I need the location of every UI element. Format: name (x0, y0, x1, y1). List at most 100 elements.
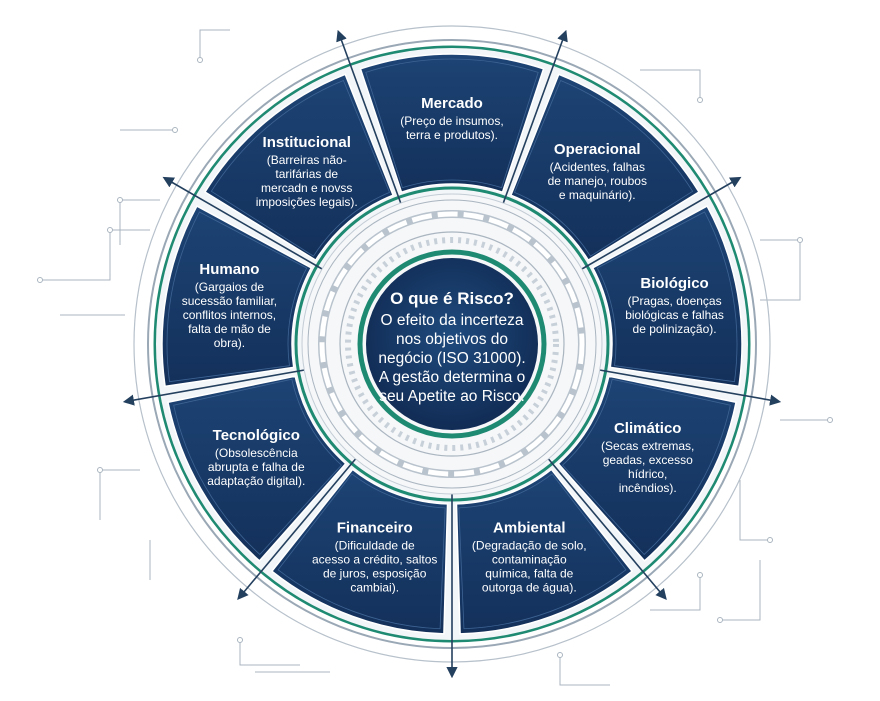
segment-climatico (557, 375, 737, 562)
segment-tecnologico (167, 375, 347, 562)
center-line: O efeito da incerteza (380, 312, 523, 329)
circuit-line (739, 480, 770, 541)
segment-desc-line: geadas, excesso (603, 453, 693, 467)
circuit-line (559, 655, 610, 686)
segment-desc-line: cambiai). (350, 580, 399, 594)
segment-border (166, 211, 308, 383)
circuit-node (237, 637, 243, 643)
divider-arrow (162, 176, 337, 278)
segment-institucional (203, 73, 395, 262)
segment-desc-line: terra e produtos). (406, 128, 498, 142)
segment-desc-line: falta de mão de (188, 322, 271, 336)
center-line: seu Apetite ao Risco. (379, 388, 525, 405)
segment-border (210, 79, 391, 257)
center-teal-ring (357, 249, 547, 439)
divider-arrow (497, 29, 568, 219)
segment-desc-line: tarifárias de (275, 167, 338, 181)
segment-desc-line: de juros, esposição (323, 566, 427, 580)
segment-title-climatico: Climático (614, 420, 682, 437)
segment-desc-line: biológicas e falhas (625, 308, 724, 322)
segment-desc-line: (Dificuldade de (335, 538, 415, 552)
circuit-line (720, 560, 761, 621)
segment-desc-line: hídrico, (628, 467, 667, 481)
center-circle (366, 258, 538, 430)
inner-gear-ring (345, 237, 559, 451)
circuit-line (199, 29, 230, 60)
circuit-line (239, 640, 300, 666)
segment-desc-line: incêndios). (619, 481, 677, 495)
circuit-node (172, 127, 178, 133)
segment-border (513, 79, 694, 257)
segment-ambiental (455, 468, 634, 635)
segment-title-mercado: Mercado (421, 95, 483, 112)
inner-ring (307, 199, 597, 489)
segments-group: Mercado(Preço de insumos,terra e produto… (161, 53, 743, 635)
circuit-node (797, 237, 803, 243)
arrows-group (122, 29, 782, 679)
segment-desc-line: outorga de água). (482, 580, 577, 594)
segment-desc-line: de polinização). (633, 322, 717, 336)
circuit-node (107, 227, 113, 233)
segment-desc-line: (Secas extremas, (601, 439, 694, 453)
segment-border (562, 378, 731, 556)
segment-border (173, 378, 342, 556)
segment-desc-line: (Acidentes, falhas (550, 160, 645, 174)
center-title: O que é Risco? (390, 289, 514, 308)
segment-title-humano: Humano (199, 261, 259, 278)
circuit-node (717, 617, 723, 623)
circuit-line (99, 469, 140, 520)
inner-ring-dashes (319, 211, 585, 477)
segment-desc-line: contaminação (492, 552, 567, 566)
circuit-node (97, 467, 103, 473)
segment-title-operacional: Operacional (554, 141, 641, 158)
divider-arrow (336, 29, 407, 219)
inner-ring (339, 231, 565, 457)
circuit-node (827, 417, 833, 423)
circuit-node (767, 537, 773, 543)
segment-title-financeiro: Financeiro (337, 519, 413, 536)
circuit-node (197, 57, 203, 63)
center-line: A gestão determina o (379, 369, 526, 386)
segment-desc-line: química, falta de (485, 566, 573, 580)
divider-arrow (537, 446, 667, 601)
divider-arrow (237, 446, 367, 601)
segment-desc-line: imposições legais). (256, 195, 358, 209)
segment-desc-line: adaptação digital). (207, 474, 305, 488)
circuit-node (697, 572, 703, 578)
divider-arrow (122, 366, 321, 406)
segment-desc-line: sucessão familiar, (182, 294, 277, 308)
segment-title-biologico: Biológico (640, 275, 708, 292)
segment-desc-line: de manejo, roubos (548, 174, 647, 188)
segment-desc-line: (Barreiras não- (267, 153, 347, 167)
circuit-line (119, 199, 160, 245)
segment-border (458, 473, 627, 630)
segment-desc-line: mercadn e novss (261, 181, 352, 195)
circuit-line (40, 229, 150, 281)
segment-border (277, 473, 446, 630)
segment-desc-line: obra). (214, 336, 245, 350)
segment-desc-line: (Gargaios de (195, 280, 265, 294)
circuit-node (557, 652, 563, 658)
segment-desc-line: (Obsolescência (215, 446, 298, 460)
segment-mercado (359, 53, 545, 194)
segment-desc-line: abrupta e falha de (208, 460, 305, 474)
segment-operacional (509, 73, 701, 262)
segment-desc-line: acesso a crédito, saltos (312, 552, 437, 566)
segment-financeiro (270, 468, 449, 635)
segment-desc-line: (Degradação de solo, (472, 538, 587, 552)
segment-border (596, 211, 738, 383)
segment-title-institucional: Institucional (263, 134, 351, 151)
circuit-line (640, 69, 701, 100)
segment-title-ambiental: Ambiental (493, 519, 566, 536)
divider-arrow (583, 366, 782, 406)
divider-arrow (567, 176, 742, 278)
center-hub: O que é Risco? O efeito da incerteza nos… (357, 249, 547, 439)
segment-border (365, 58, 539, 189)
circuit-node (697, 97, 703, 103)
segment-desc-line: conflitos internos, (183, 308, 276, 322)
center-line: nos objetivos do (396, 331, 508, 348)
segment-desc-line: (Pragas, doenças (628, 294, 722, 308)
circuit-node (117, 197, 123, 203)
circuit-node (37, 277, 43, 283)
